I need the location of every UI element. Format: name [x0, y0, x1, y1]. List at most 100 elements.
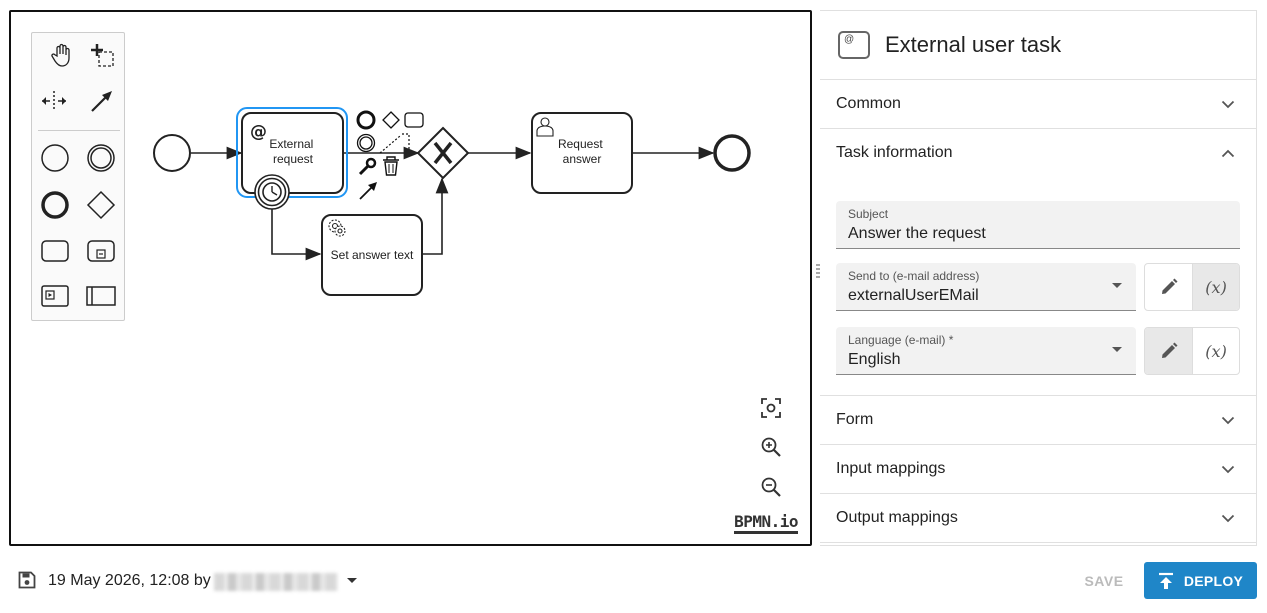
panel-title: External user task — [885, 32, 1062, 57]
section-input-mappings-header[interactable]: Input mappings — [820, 445, 1256, 493]
gear-icon — [328, 219, 346, 237]
save-button[interactable]: SAVE — [1070, 568, 1138, 594]
section-input-mappings: Input mappings — [820, 445, 1256, 494]
end-event-icon[interactable] — [38, 188, 72, 222]
connect-arrow-icon[interactable] — [359, 182, 377, 200]
sequence-flow[interactable] — [422, 177, 449, 255]
chevron-down-icon — [1216, 506, 1240, 530]
language-row: Language (e-mail) * English (x) — [836, 327, 1240, 375]
diagram-canvas[interactable]: @ External request — [9, 10, 812, 546]
intermediate-event-icon[interactable] — [84, 141, 118, 175]
timer-boundary-event[interactable] — [254, 174, 290, 210]
task-request-answer[interactable] — [531, 112, 633, 194]
properties-panel: @ External user task Common Task informa… — [820, 10, 1257, 546]
expanded-subprocess-icon[interactable] — [38, 279, 72, 313]
version-dropdown-icon[interactable] — [347, 578, 357, 583]
at-sign-icon: @ — [250, 122, 267, 142]
floppy-disk-icon — [18, 571, 38, 591]
send-to-mode-toggle: (x) — [1144, 263, 1240, 311]
panel-header: @ External user task — [820, 11, 1256, 80]
footer-bar: 19 May 2026, 12:08 by SAVE DEPLOY — [0, 556, 1267, 606]
expression-toggle[interactable]: (x) — [1192, 328, 1239, 374]
bpmn-io-logo[interactable]: BPMN.io — [734, 513, 798, 534]
palette-separator — [38, 130, 120, 131]
pencil-icon[interactable] — [1145, 328, 1193, 374]
user-icon — [536, 117, 554, 137]
chevron-up-icon — [1216, 141, 1240, 165]
gateway-icon[interactable] — [84, 188, 118, 222]
chevron-down-icon — [1216, 92, 1240, 116]
hand-tool-icon[interactable] — [45, 38, 79, 72]
version-info: 19 May 2026, 12:08 by — [48, 572, 211, 589]
language-mode-toggle: (x) — [1144, 327, 1240, 375]
task-label: External request — [269, 137, 316, 166]
lasso-tool-icon[interactable] — [85, 38, 119, 72]
append-task-icon[interactable] — [404, 112, 424, 128]
subject-value: Answer the request — [848, 225, 986, 242]
connect-tool-icon[interactable] — [85, 84, 119, 118]
send-to-value: externalUserEMail — [848, 287, 979, 304]
subject-field[interactable]: Subject Answer the request — [836, 201, 1240, 249]
chevron-down-icon — [1216, 408, 1240, 432]
task-external-request[interactable] — [241, 112, 344, 194]
trash-icon[interactable] — [383, 156, 399, 176]
deploy-button[interactable]: DEPLOY — [1144, 562, 1257, 599]
fit-view-icon[interactable] — [757, 394, 785, 422]
language-select[interactable]: Language (e-mail) * English — [836, 327, 1137, 375]
section-output-mappings-header[interactable]: Output mappings — [820, 494, 1256, 542]
section-label: Form — [836, 411, 874, 428]
language-value: English — [848, 351, 901, 368]
append-gateway-icon[interactable] — [382, 111, 400, 129]
send-to-label: Send to (e-mail address) — [848, 269, 980, 283]
task-label: Set answer text — [331, 248, 414, 262]
language-label: Language (e-mail) * — [848, 333, 954, 347]
section-label: Task information — [836, 144, 953, 161]
selection-outline — [236, 107, 348, 198]
tool-palette — [31, 32, 125, 321]
deploy-label: DEPLOY — [1183, 572, 1244, 589]
start-event-icon[interactable] — [38, 141, 72, 175]
pool-icon[interactable] — [84, 279, 118, 313]
subject-label: Subject — [848, 207, 889, 221]
section-task-information: Task information Subject Answer the requ… — [820, 129, 1256, 396]
expression-toggle[interactable]: (x) — [1192, 264, 1239, 310]
send-to-row: Send to (e-mail address) externalUserEMa… — [836, 263, 1240, 311]
section-common-header[interactable]: Common — [820, 80, 1256, 128]
pencil-icon[interactable] — [1145, 264, 1192, 310]
task-icon[interactable] — [38, 234, 72, 268]
panel-resize-handle[interactable] — [814, 262, 820, 282]
section-form-header[interactable]: Form — [820, 396, 1256, 444]
diagram-svg: @ External request — [153, 107, 751, 296]
section-form: Form — [820, 396, 1256, 445]
task-information-body: Subject Answer the request Send to (e-ma… — [820, 177, 1256, 395]
zoom-in-icon[interactable] — [757, 433, 785, 461]
external-user-task-icon: @ — [838, 31, 870, 59]
section-task-information-header[interactable]: Task information — [820, 129, 1256, 177]
section-common: Common — [820, 80, 1256, 129]
zoom-out-icon[interactable] — [757, 473, 785, 501]
send-to-select[interactable]: Send to (e-mail address) externalUserEMa… — [836, 263, 1137, 311]
append-intermediate-event-icon[interactable] — [356, 133, 376, 153]
chevron-down-icon — [1216, 457, 1240, 481]
task-label: Request answer — [558, 137, 606, 166]
exclusive-gateway[interactable] — [416, 126, 470, 180]
user-avatar-name-redacted — [214, 573, 338, 591]
wrench-icon[interactable] — [358, 157, 377, 176]
dropdown-arrow-icon — [1112, 283, 1123, 288]
end-event[interactable] — [713, 134, 751, 172]
section-label: Common — [836, 95, 901, 112]
section-label: Input mappings — [836, 460, 946, 477]
subprocess-icon[interactable] — [84, 234, 118, 268]
section-label: Output mappings — [836, 509, 958, 526]
dropdown-arrow-icon — [1112, 347, 1123, 352]
section-output-mappings: Output mappings — [820, 494, 1256, 543]
context-pad — [356, 110, 424, 200]
start-event[interactable] — [153, 134, 191, 172]
append-end-event-icon[interactable] — [356, 110, 376, 130]
upload-icon — [1158, 572, 1173, 589]
space-tool-icon[interactable] — [37, 84, 71, 118]
task-set-answer-text[interactable] — [321, 214, 423, 296]
text-annotation-icon[interactable] — [379, 133, 410, 154]
sequence-flow[interactable] — [271, 207, 322, 261]
